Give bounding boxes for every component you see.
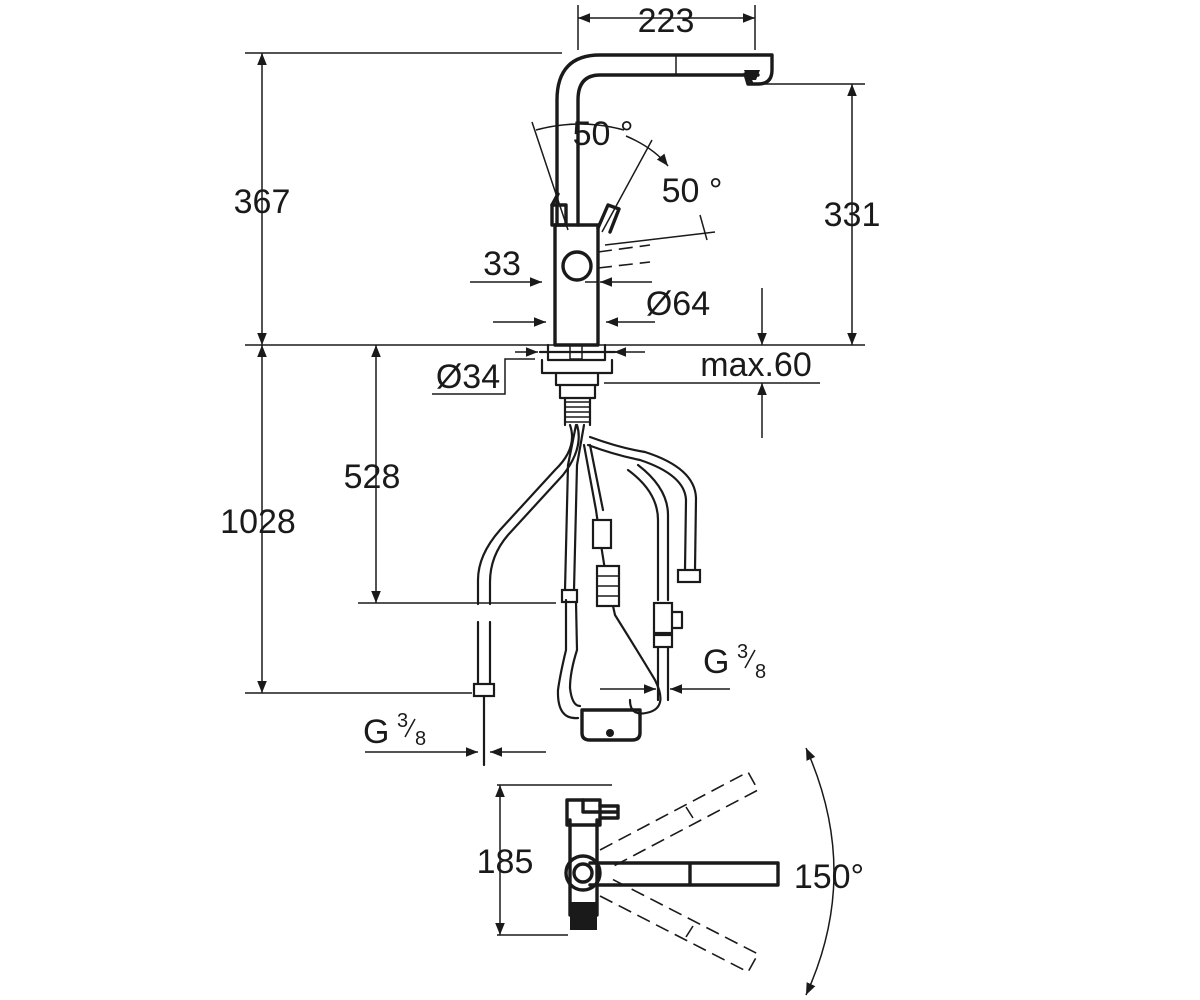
connection-label-right: G 3 8 [703,641,766,683]
svg-text:G: G [703,643,729,681]
dim-1028: 1028 [220,503,296,541]
dim-223: 223 [638,2,695,40]
dim-367: 367 [234,183,291,221]
dimension-labels: 223 367 331 50 ° 50 ° 33 Ø64 Ø34 max.60 … [220,2,880,896]
dim-528: 528 [344,458,401,496]
svg-text:8: 8 [755,661,766,683]
hose-left [476,423,580,606]
hose-right-outer [586,435,698,572]
faucet-body [553,223,600,347]
svg-text:8: 8 [415,728,426,750]
pullout-hose [556,443,662,720]
hose-left-lower [476,620,492,690]
hose-weight [580,708,642,742]
top-view-body [568,818,599,917]
dim-angle-50-right: 50 ° [662,172,723,210]
lever-left [550,203,568,227]
dim-33: 33 [483,245,521,283]
svg-text:3: 3 [737,641,748,663]
top-view-spout [588,861,780,887]
dim-diameter-34: Ø34 [436,358,500,396]
mounting-base [538,343,617,400]
dim-angle-50-left: 50 ° [573,115,634,153]
svg-text:G: G [363,713,389,751]
svg-text:3: 3 [397,710,408,732]
hose-right-inner [626,463,670,602]
dim-185: 185 [477,843,534,881]
faucet-top-view [495,747,835,996]
faucet-front-view [472,53,774,767]
lever-knob [561,250,593,282]
dimension-lines [245,5,865,757]
connection-label-left: G 3 8 [363,710,426,751]
dim-331: 331 [824,196,881,234]
lever-right [596,203,621,234]
hose-center [563,423,586,592]
dim-max-60: max.60 [700,346,812,384]
dim-150-degrees: 150° [794,858,864,896]
dim-diameter-64: Ø64 [646,285,710,323]
